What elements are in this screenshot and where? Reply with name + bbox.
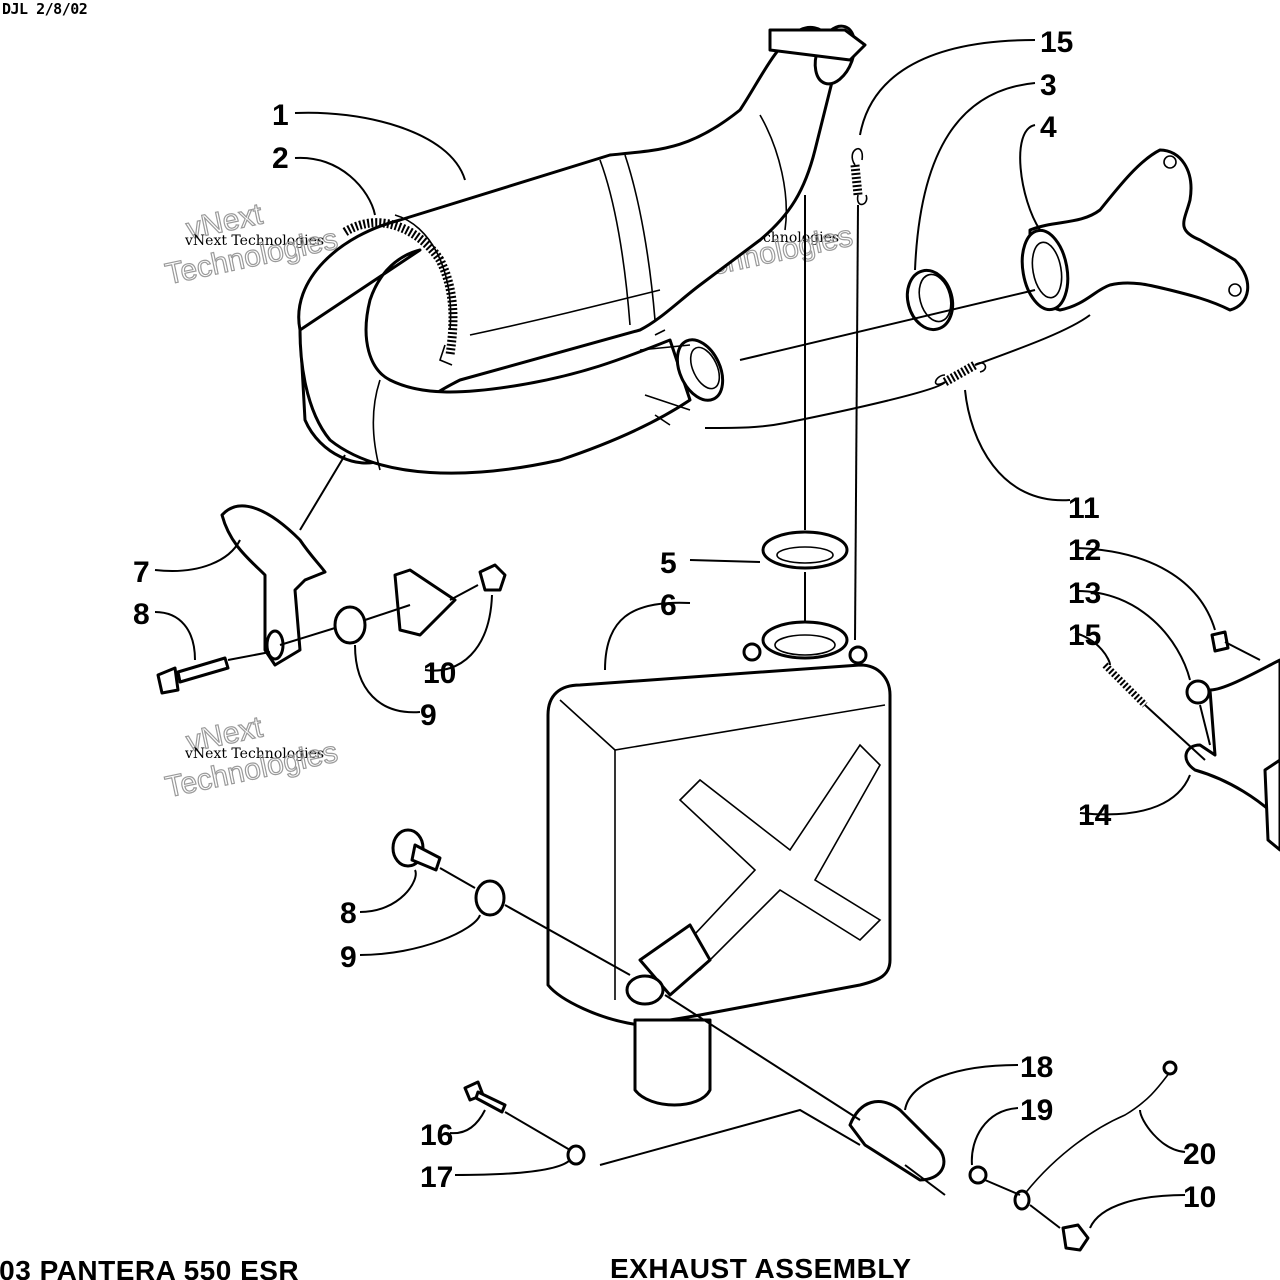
- ground-cable-20: [1013, 1060, 1178, 1211]
- callout-20: 20: [1183, 1138, 1216, 1171]
- nut-10-lower: [1061, 1223, 1090, 1252]
- callout-9-lower: 9: [340, 941, 357, 974]
- pipe-clamp-spring: [342, 218, 458, 366]
- muffler: [546, 620, 892, 1107]
- bolt-8-lower: [391, 828, 442, 872]
- exhaust-manifold: [1020, 148, 1250, 312]
- model-title: '03 PANTERA 550 ESR: [0, 1255, 299, 1280]
- bolt-8-left: [156, 656, 230, 695]
- expansion-chamber-pipe: [297, 24, 867, 475]
- callout-7: 7: [133, 556, 150, 589]
- right-bracket-partial: [1184, 630, 1280, 852]
- muffler-bracket-left: [220, 504, 327, 667]
- callout-13: 13: [1068, 577, 1101, 610]
- callout-8-lower: 8: [340, 897, 357, 930]
- callout-6: 6: [660, 589, 677, 622]
- watermark-text: vNext Technologies: [184, 746, 324, 762]
- callout-numbers: 1 2 3 4 5 6 7 8 8 9 9 10 10 11 12 13 14 …: [133, 26, 1216, 1214]
- callout-15-top: 15: [1040, 26, 1073, 59]
- lock-washer-19: [968, 1165, 988, 1185]
- callout-1: 1: [272, 99, 289, 132]
- callout-5: 5: [660, 547, 677, 580]
- rear-bracket-18: [848, 1100, 946, 1182]
- spring-11: [934, 361, 987, 386]
- grommet: [761, 530, 849, 570]
- callout-12: 12: [1068, 534, 1101, 567]
- exhaust-seal-ring: [905, 268, 955, 332]
- nut-10-left: [478, 563, 507, 592]
- watermark-3: vNext vNext Technologies Technologies: [162, 710, 341, 805]
- spring-15-top: [850, 148, 868, 206]
- callout-4: 4: [1040, 111, 1057, 144]
- leader-lines: [154, 39, 1261, 1229]
- plate-left: [393, 568, 457, 637]
- callout-14: 14: [1078, 799, 1112, 832]
- bolt-16: [463, 1080, 507, 1114]
- callout-8-left: 8: [133, 598, 150, 631]
- washer-17: [566, 1144, 586, 1166]
- spring-15-right: [1102, 662, 1148, 708]
- callout-2: 2: [272, 142, 289, 175]
- callout-10-lower: 10: [1183, 1181, 1216, 1214]
- callout-17: 17: [420, 1161, 453, 1194]
- callout-9-left: 9: [420, 699, 437, 732]
- bushing-9-lower: [474, 879, 506, 917]
- watermark-text: vNext Technologies: [184, 233, 324, 249]
- bushing-9-left: [333, 605, 367, 645]
- callout-3: 3: [1040, 69, 1057, 102]
- callout-11: 11: [1068, 492, 1100, 525]
- assembly-title: EXHAUST ASSEMBLY: [610, 1253, 912, 1280]
- callout-10-left: 10: [423, 657, 456, 690]
- callout-18: 18: [1020, 1051, 1053, 1084]
- callout-15-right: 15: [1068, 619, 1101, 652]
- drawing-date-note: DJL 2/8/02: [2, 0, 88, 18]
- callout-16: 16: [420, 1119, 453, 1152]
- callout-19: 19: [1020, 1094, 1053, 1127]
